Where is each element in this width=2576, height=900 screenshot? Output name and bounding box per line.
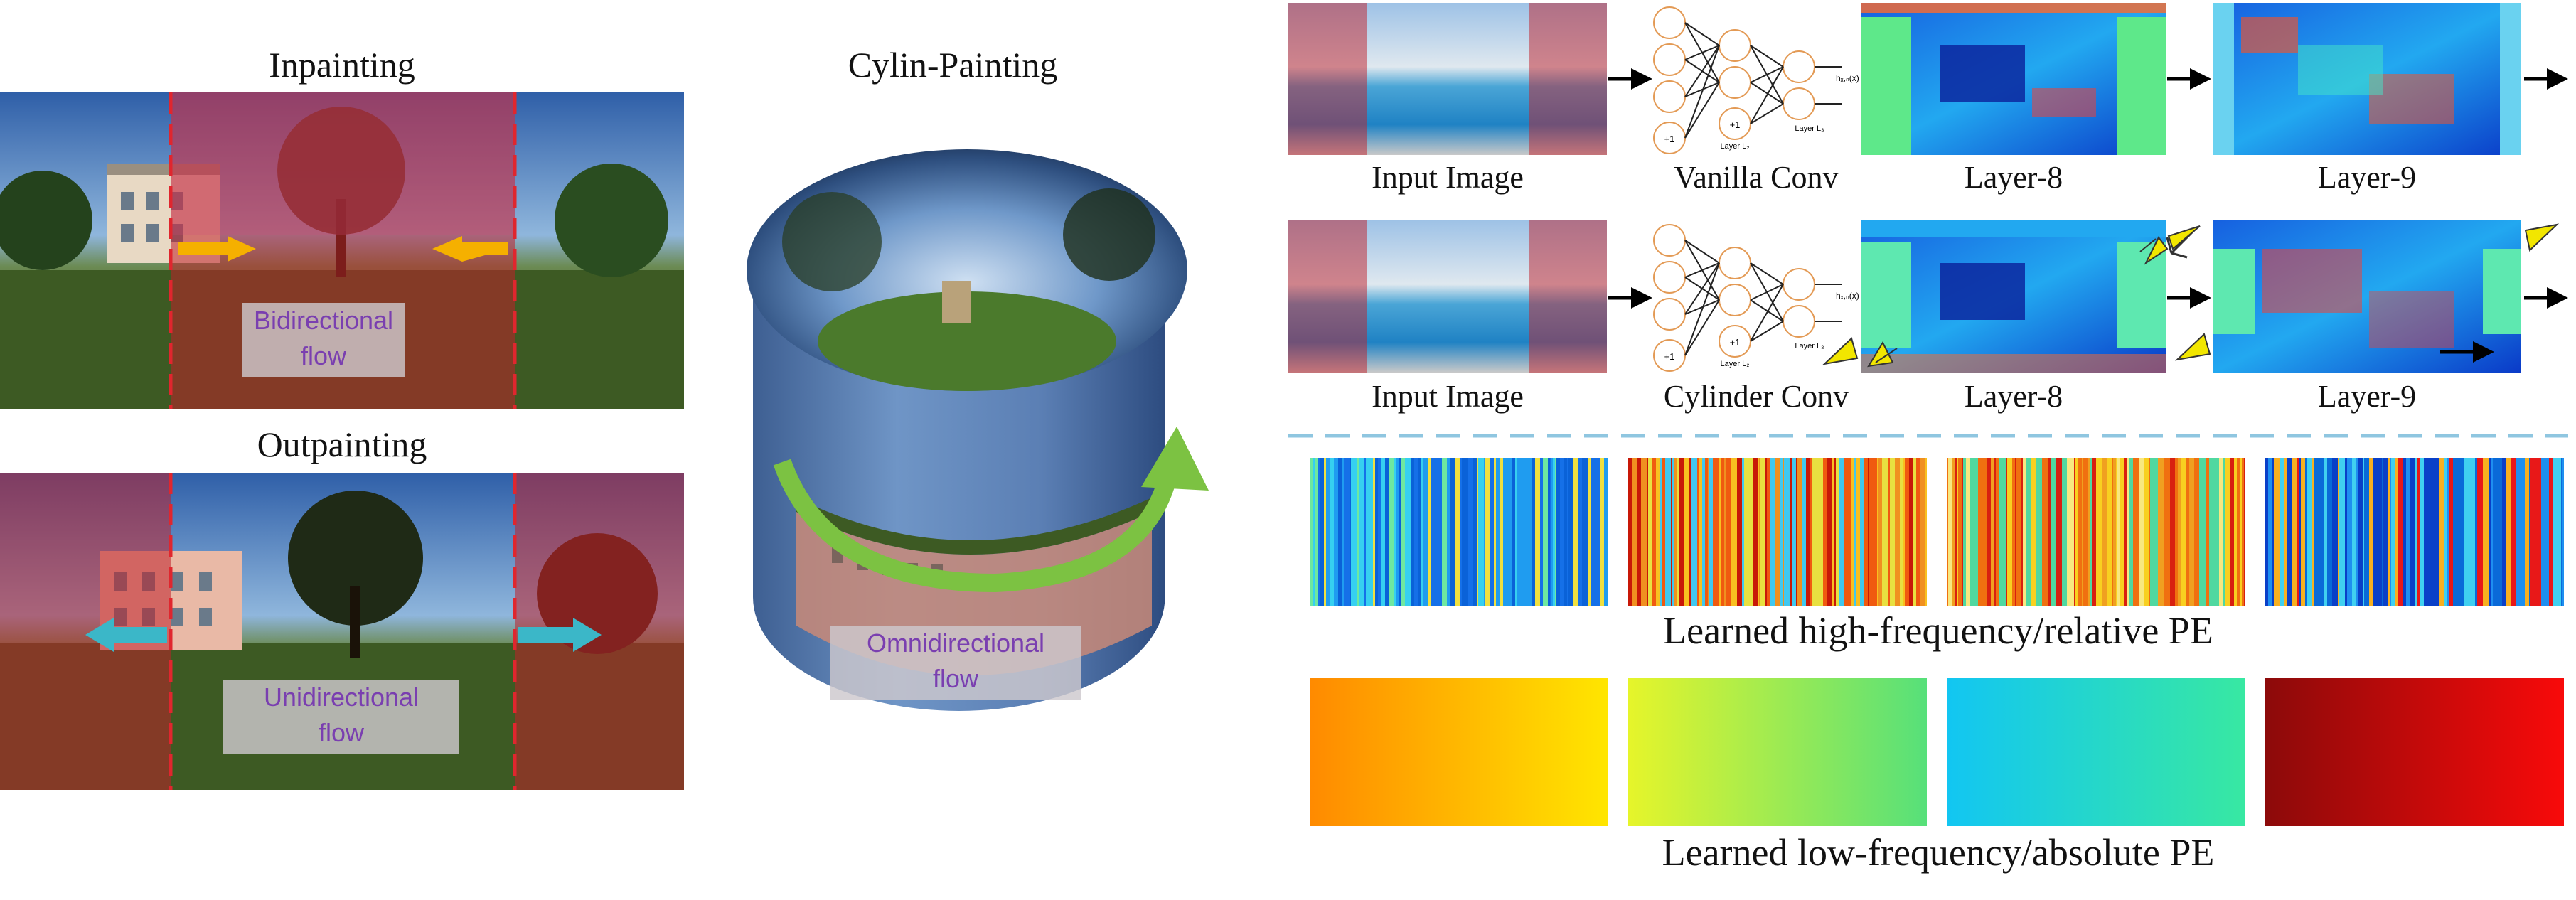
inpainting-flow-line2: flow: [300, 341, 347, 370]
dashed-separator: [1288, 434, 2568, 438]
inpainting-flow-label: Bidirectional flow: [242, 303, 405, 377]
low-frequency-pe-strips: [1310, 678, 2564, 826]
row2-nn-layer-l2: Layer L₂: [1721, 360, 1750, 368]
omnidirectional-flow-line1: Omnidirectional: [866, 628, 1045, 658]
high-frequency-pe-strips: [1310, 458, 2564, 606]
row2-layer8-feature-map: [1861, 220, 2169, 373]
pointer-arrow-4: [2524, 223, 2560, 252]
row1-nn-plus-one-b: +1: [1730, 119, 1741, 130]
row2-cylinder-conv-network: +1 +1 Layer L₂ Layer L₃ hₓ,ₙ(x): [1653, 224, 1859, 372]
row2-input-caption: Input Image: [1372, 379, 1524, 414]
row1-nn-layer-l3: Layer L₃: [1795, 124, 1824, 133]
row2-layer-a-caption: Layer-8: [1964, 379, 2063, 414]
row2-conv-caption: Cylinder Conv: [1663, 379, 1849, 414]
row2-nn-plus-one-b: +1: [1730, 337, 1741, 348]
row1-nn-layer-l2: Layer L₂: [1721, 142, 1750, 151]
inpainting-flow-line1: Bidirectional: [253, 306, 394, 335]
row2-layer-b-caption: Layer-9: [2317, 379, 2417, 414]
row1-input-image: [1288, 3, 1607, 155]
row2-nn-output: hₓ,ₙ(x): [1836, 291, 1859, 301]
row2-input-image: [1288, 220, 1607, 373]
row1-vanilla-conv-network: +1 +1 Layer L₂ Layer L₃ hₓ,ₙ(x): [1653, 6, 1859, 154]
row2-layer9-feature-map: [2213, 220, 2521, 373]
outpainting-flow-line2: flow: [318, 718, 365, 747]
outpainting-title: Outpainting: [257, 424, 427, 464]
high-pe-strip-2: [1628, 458, 1927, 606]
row1-layer-a-caption: Layer-8: [1964, 160, 2063, 195]
pointer-arrow-1: [2166, 225, 2201, 259]
low-frequency-caption: Learned low-frequency/absolute PE: [1662, 831, 2215, 874]
pointer-arrow-2: [1822, 337, 1859, 365]
high-pe-strip-3: [1947, 458, 2245, 606]
row1-arrow-1: [1608, 68, 1652, 90]
row2-arrow-1: [1608, 287, 1652, 309]
pointer-arrow-3: [2174, 333, 2211, 361]
row1-arrow-2: [2167, 68, 2211, 90]
row1-conv-caption: Vanilla Conv: [1674, 160, 1839, 195]
inpainting-panorama: [0, 92, 684, 409]
omnidirectional-flow-label: Omnidirectional flow: [830, 626, 1081, 700]
row1-layer9-feature-map: [2213, 3, 2521, 155]
omnidirectional-flow-line2: flow: [932, 664, 979, 693]
low-pe-strip-2: [1628, 678, 1927, 826]
row2-arrow-2: [2167, 287, 2211, 309]
row2-nn-plus-one-a: +1: [1664, 351, 1675, 362]
outpainting-panorama: [0, 473, 684, 790]
row1-nn-output: hₓ,ₙ(x): [1836, 73, 1859, 83]
high-pe-strip-4: [2265, 458, 2564, 606]
low-pe-strip-1: [1310, 678, 1608, 826]
row2-arrow-3: [2524, 287, 2568, 309]
low-pe-strip-4: [2265, 678, 2564, 826]
row1-layer-b-caption: Layer-9: [2317, 160, 2417, 195]
row2-nn-layer-l3: Layer L₃: [1795, 342, 1824, 350]
outpainting-flow-line1: Unidirectional: [263, 682, 419, 712]
row1-nn-plus-one-a: +1: [1664, 134, 1675, 144]
cylin-painting-title: Cylin-Painting: [848, 45, 1058, 85]
row1-layer8-feature-map: [1861, 3, 2166, 155]
high-pe-strip-1: [1310, 458, 1608, 606]
row1-arrow-3: [2524, 68, 2568, 90]
low-pe-strip-3: [1947, 678, 2245, 826]
inpainting-title: Inpainting: [269, 45, 415, 85]
high-frequency-caption: Learned high-frequency/relative PE: [1663, 609, 2213, 652]
outpainting-flow-label: Unidirectional flow: [223, 680, 459, 754]
row1-input-caption: Input Image: [1372, 160, 1524, 195]
